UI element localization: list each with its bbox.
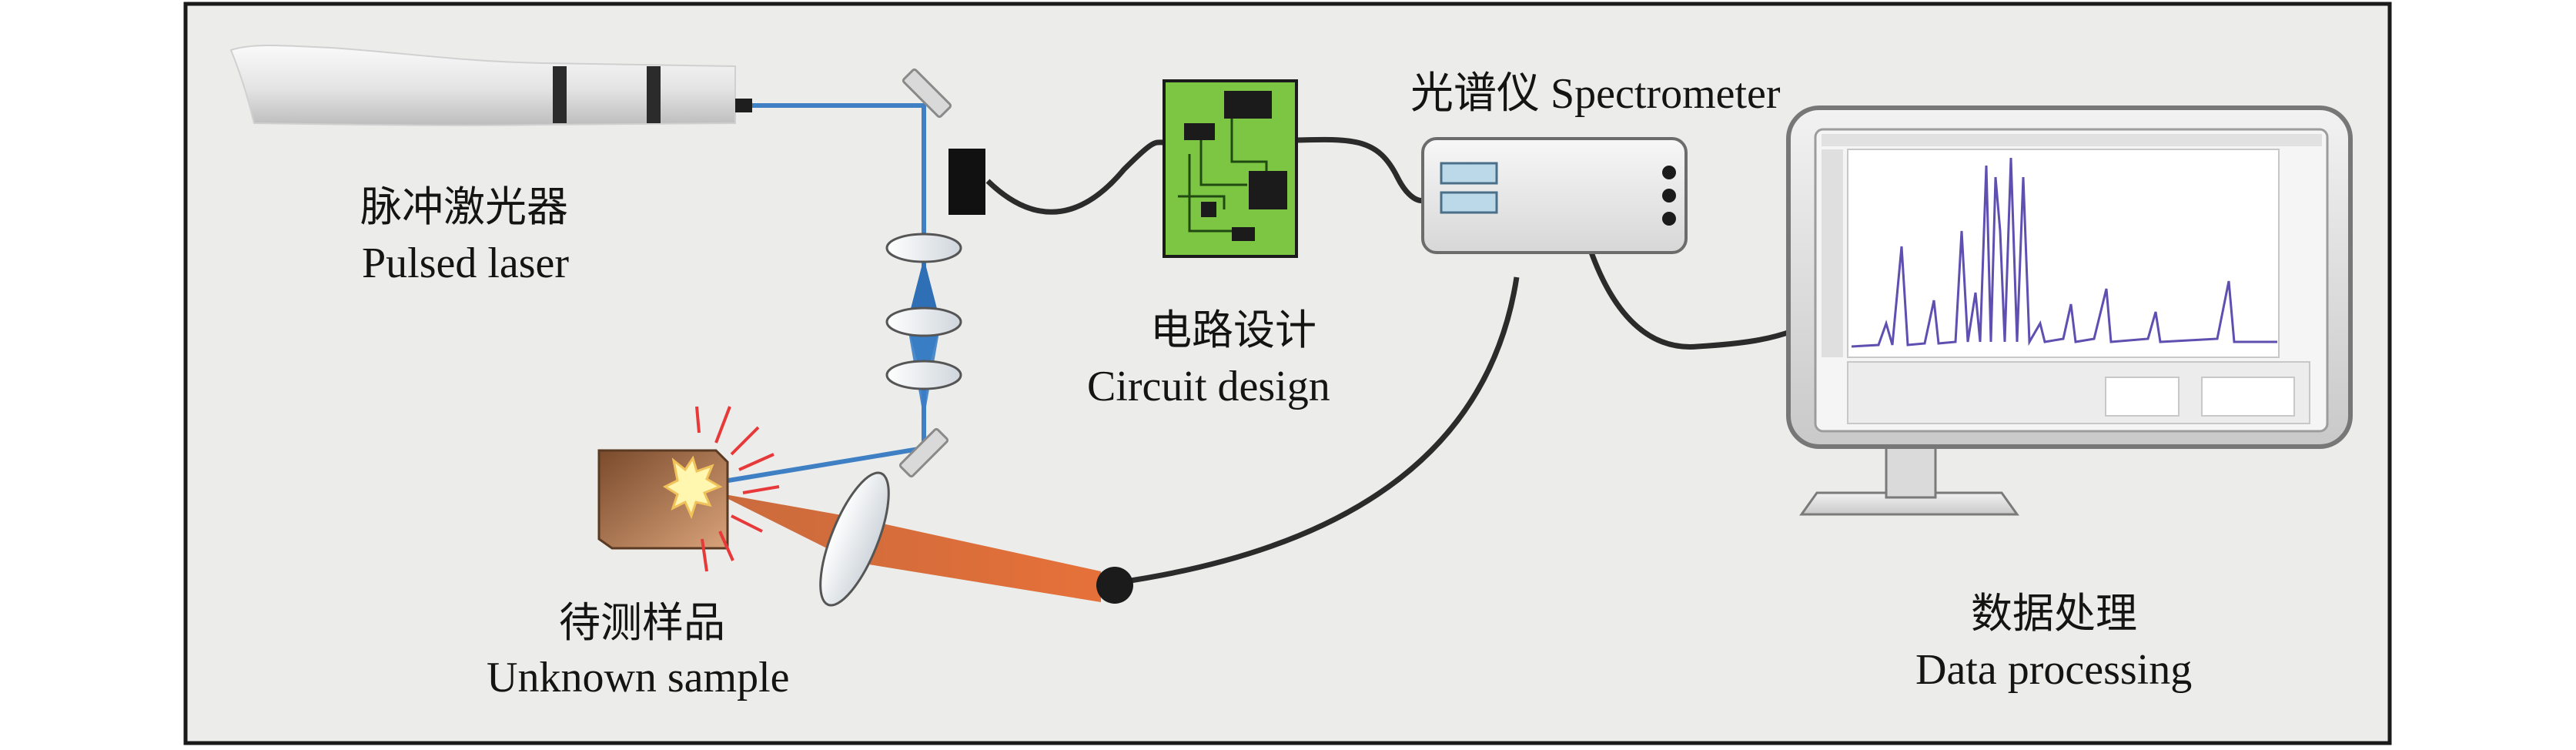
laser-label-cn: 脉冲激光器: [360, 182, 568, 231]
sample-label-cn: 待测样品: [559, 598, 725, 647]
data-label-en: Data processing: [1915, 646, 2193, 694]
photodiode-icon: [948, 149, 985, 215]
cable-photodiode-to-circuit: [985, 139, 1165, 215]
cable-circuit-to-spectrometer: [1296, 136, 1426, 204]
plasma-emission-cone: [716, 493, 1101, 602]
spectrometer-icon: [1421, 137, 1688, 254]
spark-rays-icon: [695, 406, 780, 572]
circuit-label-cn: 电路设计: [1150, 306, 1316, 354]
fiber-collector-icon: [1096, 567, 1133, 604]
mirror-lower-icon: [898, 427, 949, 478]
data-label-cn: 数据处理: [1971, 589, 2137, 638]
sample-block-icon: [597, 449, 729, 550]
circuit-board-icon: [1163, 79, 1298, 258]
laser-label-en: Pulsed laser: [362, 239, 570, 287]
monitor-icon: [1786, 105, 2353, 516]
fiber-collector-to-spectrometer: [1119, 276, 1520, 585]
spectrometer-label: 光谱仪 Spectrometer: [1410, 70, 1781, 118]
pulsed-laser-icon: [229, 45, 752, 126]
collection-lens-icon: [819, 471, 890, 607]
mirror-icon: [902, 68, 952, 119]
cable-spectrometer-to-computer: [1587, 249, 1794, 350]
spectrum-trace: [1851, 157, 2277, 348]
circuit-label-en: Circuit design: [1087, 363, 1330, 410]
lens-icon: [885, 233, 962, 390]
sample-label-en: Unknown sample: [487, 654, 790, 701]
